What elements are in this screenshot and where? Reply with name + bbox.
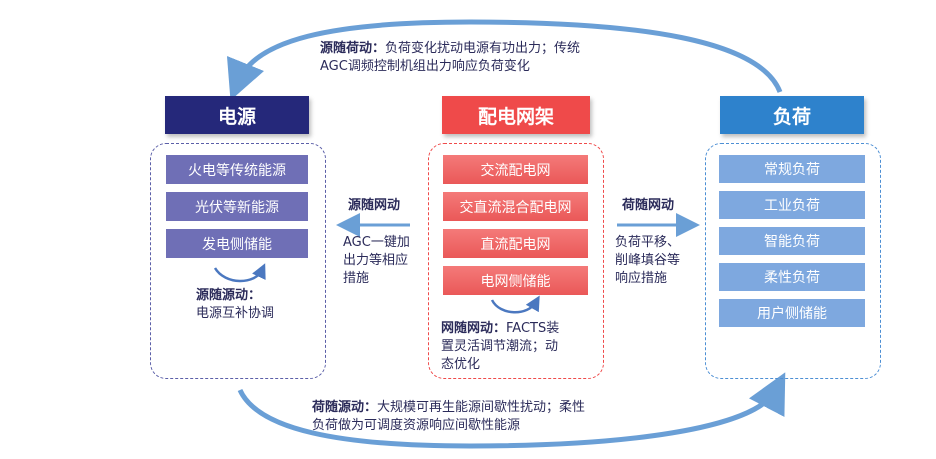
load-item-label: 智能负荷	[764, 234, 820, 250]
grid-note-line1: FACTS装	[506, 321, 560, 336]
bottom-description: 荷随源动：大规模可再生能源间歇性扰动；柔性 负荷做为可调度资源响应间歇性能源	[312, 399, 585, 435]
grid-note-line3: 态优化	[441, 357, 481, 372]
load-title: 负荷	[772, 105, 811, 128]
right-arrow-desc: 负荷平移、 削峰填谷等 响应措施	[615, 234, 680, 288]
top-arc-arrow	[227, 19, 783, 101]
load-item-storage: 用户侧储能	[719, 299, 865, 327]
top-description-title: 源随荷动：	[320, 41, 386, 56]
left-arrow-label: 源随网动	[348, 198, 401, 213]
right-arrow-line3: 响应措施	[615, 271, 668, 286]
source-item-thermal: 火电等传统能源	[166, 155, 308, 184]
right-arrow-line2: 削峰填谷等	[615, 253, 681, 268]
right-arrow-line1: 负荷平移、	[615, 235, 681, 250]
source-header: 电源	[165, 96, 309, 134]
load-panel	[705, 143, 881, 379]
load-header: 负荷	[720, 96, 864, 134]
source-title: 电源	[217, 105, 256, 128]
left-arrow-line1: AGC一键加	[343, 235, 410, 250]
bottom-description-title: 荷随源动：	[312, 400, 378, 415]
source-item-label: 光伏等新能源	[195, 199, 279, 216]
grid-item-label: 电网侧储能	[480, 273, 551, 290]
grid-item-label: 交直流混合配电网	[459, 199, 572, 216]
load-item-flexible: 柔性负荷	[719, 263, 865, 291]
source-item-storage: 发电侧储能	[166, 229, 308, 258]
bottom-description-line1: 大规模可再生能源间歇性扰动；柔性	[377, 400, 586, 415]
right-arrow-label: 荷随网动	[622, 198, 675, 213]
grid-note-title: 网随网动：	[441, 321, 507, 336]
source-item-label: 发电侧储能	[202, 236, 272, 253]
grid-item-hybrid: 交直流混合配电网	[443, 192, 588, 221]
source-note-text: 电源互补协调	[196, 306, 275, 321]
left-arrow-line2: 出力等相应	[343, 253, 409, 268]
load-item-label: 工业负荷	[764, 198, 820, 214]
top-description-line1: 负荷变化扰动电源有功出力；传统	[385, 41, 581, 56]
bottom-description-line2: 负荷做为可调度资源响应间歇性能源	[312, 418, 521, 433]
load-item-smart: 智能负荷	[719, 227, 865, 255]
grid-note-line2: 置灵活调节潮流；动	[441, 339, 559, 354]
source-item-label: 火电等传统能源	[188, 162, 286, 179]
left-arrow-line3: 措施	[343, 271, 370, 286]
source-cycle-arrow	[213, 263, 266, 283]
source-note: 源随源动： 电源互补协调	[196, 287, 274, 323]
grid-note: 网随网动：FACTS装 置灵活调节潮流；动 态优化	[441, 320, 559, 374]
top-description: 源随荷动：负荷变化扰动电源有功出力；传统 AGC调频控制机组出力响应负荷变化	[320, 40, 580, 76]
load-item-label: 常规负荷	[764, 162, 820, 178]
grid-item-dc: 直流配电网	[443, 229, 588, 258]
left-arrow-desc: AGC一键加 出力等相应 措施	[343, 234, 410, 288]
bottom-arc-arrow	[237, 372, 786, 449]
load-item-label: 柔性负荷	[764, 270, 820, 286]
grid-cycle-arrow	[490, 295, 540, 314]
source-note-title: 源随源动：	[196, 288, 262, 303]
load-item-label: 用户侧储能	[757, 306, 827, 322]
grid-header: 配电网架	[442, 96, 590, 134]
source-item-pv: 光伏等新能源	[166, 192, 308, 221]
load-item-industrial: 工业负荷	[719, 191, 865, 219]
grid-item-ac: 交流配电网	[443, 155, 588, 184]
source-panel	[150, 143, 326, 379]
load-item-regular: 常规负荷	[719, 155, 865, 183]
grid-item-label: 交流配电网	[480, 162, 551, 179]
top-description-line2: AGC调频控制机组出力响应负荷变化	[320, 59, 530, 74]
grid-item-storage: 电网侧储能	[443, 266, 588, 295]
grid-title: 配电网架	[477, 105, 554, 128]
grid-item-label: 直流配电网	[480, 236, 551, 253]
grid-panel	[428, 143, 604, 379]
